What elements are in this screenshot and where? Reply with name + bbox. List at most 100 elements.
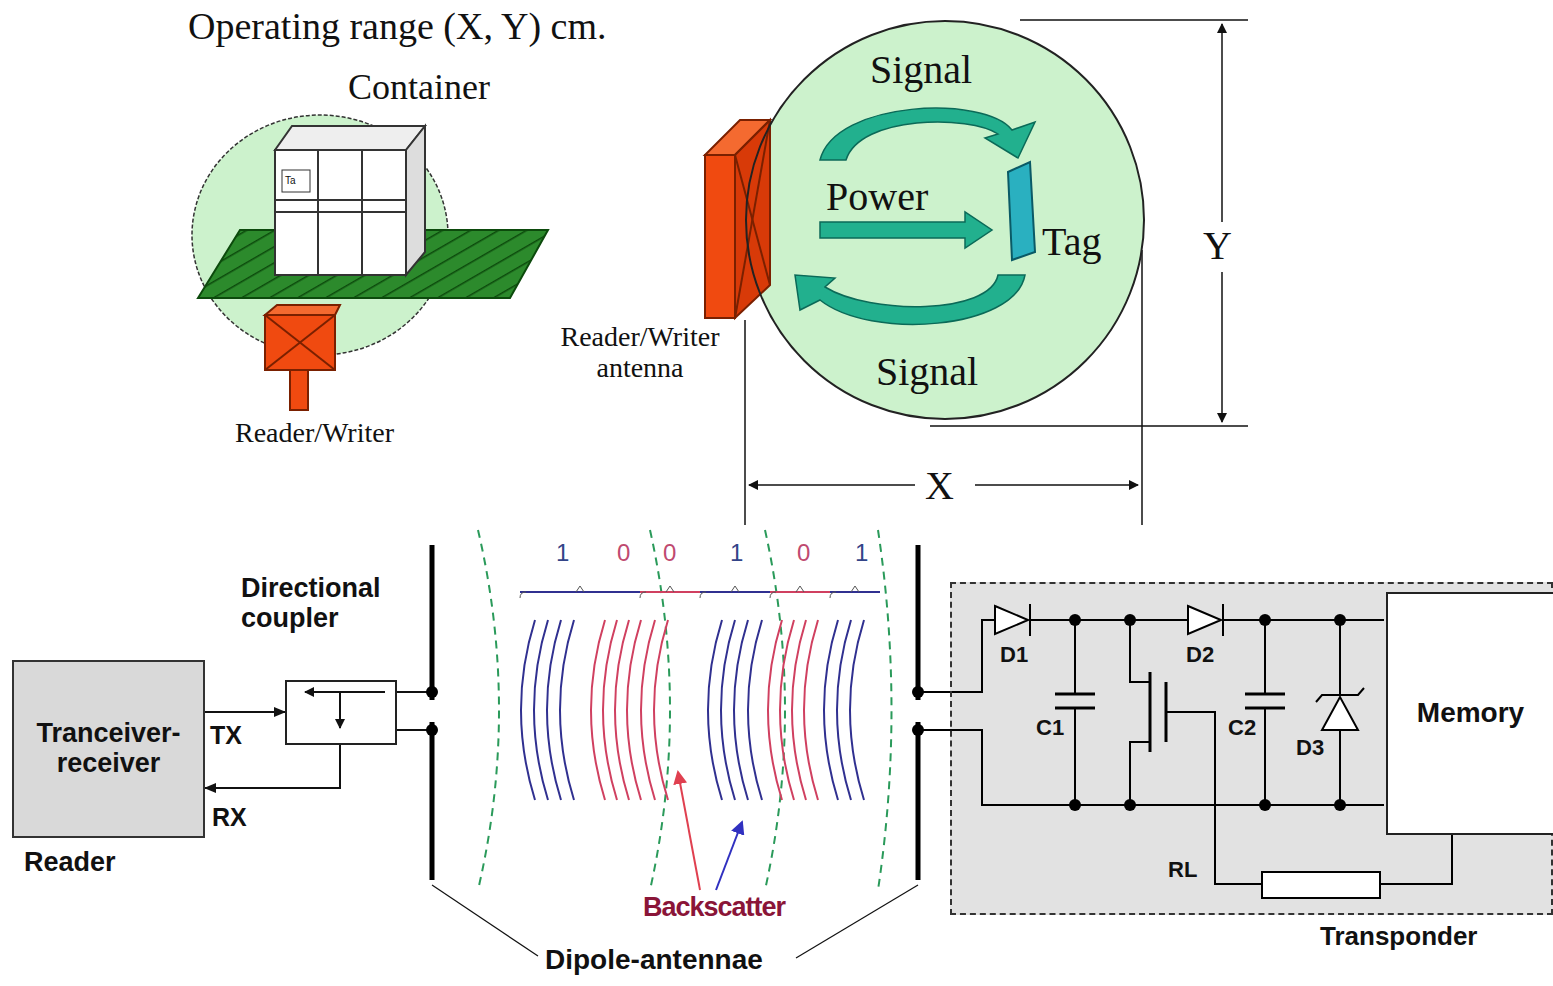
reader-antenna-panel [705, 120, 770, 318]
container-box [275, 126, 425, 150]
rectifier-circuit [1259, 614, 1271, 626]
wavefronts [770, 591, 830, 593]
node-text: Tranceiver- receiver [18, 719, 199, 778]
dipole-leaders [796, 885, 918, 958]
component-ref: D3 [1296, 736, 1324, 760]
dimension-label: Y [1200, 224, 1235, 268]
wavefronts [850, 620, 864, 800]
signal-name: TX [210, 722, 242, 750]
rectifier-circuit [1124, 614, 1136, 626]
wavefronts [650, 530, 670, 890]
signal-arrows [820, 108, 1035, 160]
rectifier-circuit [1322, 697, 1358, 730]
node-text: Memory [1392, 698, 1549, 729]
part-name: Container [348, 68, 490, 108]
rectifier-circuit [1030, 619, 1188, 621]
backscatter-pointers [716, 822, 742, 890]
wavefronts [534, 620, 548, 800]
bit-value: 0 [663, 540, 676, 566]
reader-writer-device [265, 305, 340, 315]
wavefronts [824, 620, 838, 800]
wavefronts [640, 591, 700, 593]
dipole-leaders [432, 885, 538, 956]
dimension-lines [1221, 24, 1223, 222]
reader-writer-device [265, 315, 335, 370]
container-box [275, 126, 425, 275]
rectifier-circuit [1245, 693, 1285, 696]
rectifier-circuit [1339, 620, 1341, 695]
signal-connector [205, 745, 340, 788]
dipole-antenna [426, 686, 438, 698]
wavefronts [734, 620, 748, 800]
wavefronts [591, 620, 818, 800]
bit-value: 1 [730, 540, 743, 566]
dimension-lines [930, 425, 1248, 427]
wavefronts [708, 620, 722, 800]
component-ref: C1 [1036, 716, 1064, 740]
rectifier-circuit [1259, 799, 1271, 811]
container-box [275, 211, 406, 213]
coupler-symbol [305, 692, 432, 730]
rectifier-circuit [1166, 712, 1262, 884]
node-text: Signal [870, 48, 972, 92]
rectifier-circuit [1223, 619, 1384, 621]
wavefronts [521, 620, 864, 800]
coupler-box: Directional coupler [285, 680, 397, 745]
wavefronts [520, 591, 640, 593]
dimension-lines [1141, 250, 1143, 525]
rectifier-circuit [1069, 614, 1081, 626]
dimension-lines [744, 320, 746, 525]
bit-value: 1 [855, 540, 868, 566]
wavefronts [804, 620, 818, 800]
memory-box: Memory [1386, 592, 1553, 835]
component-ref: RL [1168, 858, 1197, 882]
part-name: Reader/Writer [235, 418, 394, 449]
rectifier-circuit [1339, 730, 1341, 805]
wavefronts [721, 620, 735, 800]
signal-connector [205, 711, 285, 713]
dimension-lines [749, 484, 915, 486]
rectifier-circuit [1124, 799, 1136, 811]
bit-value: 1 [556, 540, 569, 566]
dipole-antenna [430, 545, 435, 700]
wavefronts [878, 530, 892, 890]
dipole-antenna [916, 545, 921, 700]
wavefronts [560, 620, 574, 800]
rectifier-circuit [918, 604, 1452, 898]
wavefronts [520, 586, 859, 598]
wavefronts [478, 530, 892, 890]
reader-writer-device [265, 315, 335, 370]
wavefronts [700, 591, 770, 593]
tag-panel [1008, 162, 1035, 260]
node-text: Transponder [1320, 922, 1477, 951]
rectifier-circuit [918, 620, 995, 692]
wavefronts [748, 620, 762, 800]
component-ref: D2 [1186, 643, 1214, 667]
wavefronts [478, 530, 892, 890]
backscatter-label: Backscatter [640, 893, 788, 923]
dimension-lines [1221, 272, 1223, 422]
signal-name: RX [212, 804, 247, 832]
coupler-symbol [305, 691, 385, 693]
part-name: Dipole-antennae [545, 945, 763, 976]
rectifier-circuit [1380, 833, 1452, 884]
component-ref: D1 [1000, 643, 1028, 667]
rectifier-circuit [1262, 872, 1380, 898]
reader-writer-device [265, 315, 335, 370]
rectifier-circuit [1334, 614, 1346, 626]
wavefronts [478, 530, 499, 890]
tag-panel [1008, 162, 1035, 260]
rectifier-circuit [1074, 708, 1076, 805]
dimension-lines [745, 20, 1248, 525]
rectifier-circuit [1069, 799, 1081, 811]
dimension-lines [1020, 19, 1248, 21]
rectifier-circuit [1069, 614, 1346, 811]
wavefronts [765, 530, 785, 890]
wavefronts [654, 620, 668, 800]
dipole-antenna [426, 545, 924, 880]
rectifier-circuit [1149, 672, 1152, 752]
